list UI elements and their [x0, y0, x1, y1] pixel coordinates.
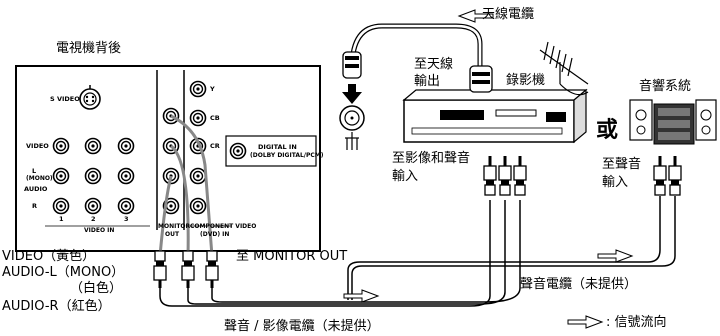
label-to-audio-in-2: 輸入: [602, 175, 629, 190]
label-audio-l-mono: AUDIO-L（MONO）: [2, 265, 125, 280]
antenna-plug-top: [342, 51, 362, 79]
antenna-icon: [539, 41, 589, 96]
label-antenna-cable: 天線電纜: [482, 7, 535, 22]
label-audio-cable: 聲音電纜（未提供）: [520, 277, 638, 292]
panel-n3: 3: [124, 215, 129, 223]
label-audio-system: 音響系統: [639, 79, 692, 94]
panel-component-video: COMPONENT VIDEO: [190, 223, 257, 230]
antenna-socket: [339, 105, 365, 150]
panel-audio: AUDIO: [24, 185, 48, 193]
label-to-av-in-2: 輸入: [392, 169, 419, 184]
panel-mono: (MONO): [26, 175, 53, 182]
label-or: 或: [596, 118, 619, 143]
av-cable: [159, 200, 491, 307]
label-to-antenna-out: 至天線: [414, 57, 454, 72]
label-signal-flow: : 信號流向: [606, 315, 667, 330]
label-audio-r-red: AUDIO-R（紅色）: [2, 299, 111, 314]
flow-arrow-av: [343, 289, 379, 303]
digital-in-jack: [225, 135, 317, 167]
s-video-jack: [79, 85, 101, 110]
panel-dolby: (DOLBY DIGITAL/PCM): [250, 152, 324, 159]
panel-l: L: [32, 167, 37, 175]
audio-system-plugs: [653, 155, 682, 196]
label-to-audio-in: 至聲音: [602, 157, 642, 172]
panel-out: OUT: [165, 231, 180, 238]
panel-digital-in: DIGITAL IN: [258, 143, 297, 151]
label-tv-back: 電視機背後: [56, 41, 122, 56]
panel-s-video: S VIDEO: [50, 95, 80, 103]
panel-n2: 2: [91, 215, 96, 223]
label-white: （白色）: [70, 281, 123, 296]
audio-system: [629, 99, 717, 145]
panel-video-in: VIDEO IN: [84, 227, 115, 234]
vcr-av-plugs: [483, 155, 527, 196]
panel-r: R: [32, 202, 38, 210]
label-to-monitor-out: 至 MONITOR OUT: [236, 249, 348, 264]
video-in-jacks: [52, 137, 135, 215]
tv-av-plugs: [153, 250, 219, 289]
panel-cb: CB: [210, 114, 220, 122]
panel-cr: CR: [210, 142, 220, 150]
panel-n1: 1: [59, 215, 64, 223]
down-arrow-icon: [342, 84, 362, 104]
panel-dvd-in: (DVD) IN: [200, 231, 230, 238]
panel-video: VIDEO: [26, 142, 49, 150]
antenna-plug-vcr: [469, 65, 493, 93]
panel-monitor: MONITOR: [158, 223, 191, 230]
audio-cable: [347, 196, 661, 300]
label-video-yellow: VIDEO（黃色）: [2, 249, 96, 264]
vcr: [402, 88, 588, 144]
panel-y: Y: [210, 85, 215, 93]
label-to-av-in: 至影像和聲音: [392, 151, 471, 166]
monitor-out-cable: [170, 114, 214, 257]
label-vcr: 錄影機: [506, 73, 546, 88]
label-av-cable: 聲音 / 影像電纜（未提供）: [224, 319, 380, 334]
label-to-antenna-out-2: 輸出: [414, 74, 441, 89]
flow-arrow-legend: [567, 315, 603, 329]
flow-arrow-audio: [597, 249, 633, 263]
